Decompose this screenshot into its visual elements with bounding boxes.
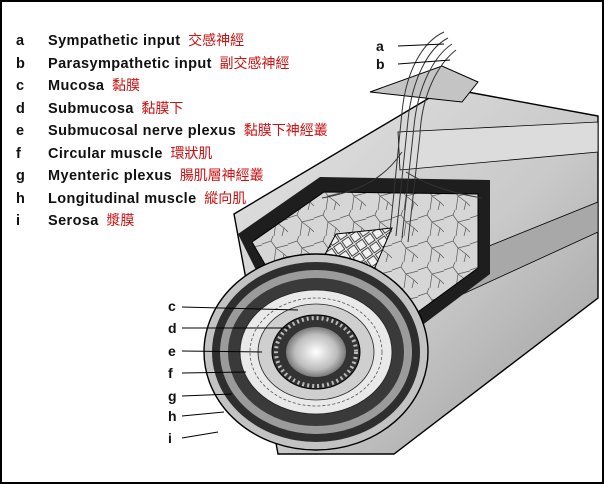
legend-letter: c	[16, 78, 25, 94]
legend-item-serosa: i Serosa 漿膜	[16, 210, 328, 233]
callout-e: e	[168, 343, 176, 359]
legend-item-circular-muscle: f Circular muscle 環狀肌	[16, 143, 328, 166]
legend-label-en: Longitudinal muscle	[48, 190, 197, 207]
callout-leader	[181, 393, 233, 397]
legend-label-en: Serosa	[48, 213, 99, 229]
nerve-fibers	[321, 31, 483, 243]
callout-h: h	[168, 408, 177, 424]
cross-section	[203, 253, 429, 451]
legend-label-en: Mucosa	[48, 78, 105, 94]
callouts-side: c d e f g h i	[168, 298, 299, 446]
callout-b: b	[376, 56, 385, 72]
legend-letter: i	[16, 213, 21, 229]
legend-label-zh: 黏膜下神經叢	[243, 123, 328, 139]
legend-letter: d	[16, 100, 25, 117]
legend-letter: h	[16, 190, 25, 207]
callout-leader	[397, 43, 445, 47]
legend-letter: e	[16, 123, 25, 139]
callouts-top: a b	[376, 38, 451, 72]
callout-leader	[181, 431, 219, 439]
legend-label-zh: 黏膜	[112, 78, 141, 94]
callout-leader	[181, 411, 225, 417]
legend-letter: g	[16, 168, 25, 184]
legend-letter: b	[16, 55, 25, 72]
legend-label-en: Myenteric plexus	[48, 168, 173, 184]
legend-letter: f	[16, 145, 21, 162]
legend-label-zh: 副交感神經	[219, 55, 290, 72]
legend-label-en: Circular muscle	[48, 145, 163, 162]
callout-a: a	[376, 38, 384, 54]
legend-label-zh: 環狀肌	[170, 145, 213, 162]
legend-item-sympathetic: a Sympathetic input 交感神經	[16, 30, 328, 53]
legend-item-myenteric-plexus: g Myenteric plexus 腸肌層神經叢	[16, 165, 328, 188]
legend-label-zh: 腸肌層神經叢	[179, 168, 264, 184]
legend-label-en: Sympathetic input	[48, 33, 181, 49]
legend-item-mucosa: c Mucosa 黏膜	[16, 75, 328, 98]
legend-item-parasympathetic: b Parasympathetic input 副交感神經	[16, 53, 328, 76]
legend-label-zh: 黏膜下	[141, 100, 184, 117]
legend-label-en: Parasympathetic input	[48, 55, 212, 72]
callout-leader	[397, 59, 451, 65]
callout-f: f	[168, 365, 173, 381]
callout-leader	[181, 371, 247, 374]
callout-leader	[181, 306, 299, 311]
legend-label-en: Submucosal nerve plexus	[48, 123, 237, 139]
callout-d: d	[168, 320, 177, 336]
callout-c: c	[168, 298, 176, 314]
legend-label-zh: 交感神經	[188, 33, 245, 49]
callout-leader	[181, 350, 263, 353]
callout-i: i	[168, 430, 172, 446]
legend-letter: a	[16, 33, 25, 49]
legend-item-submucosal-plexus: e Submucosal nerve plexus 黏膜下神經叢	[16, 120, 328, 143]
callout-g: g	[168, 388, 177, 404]
legend-label-zh: 縱向肌	[204, 190, 247, 207]
legend: a Sympathetic input 交感神經 b Parasympathetic…	[16, 30, 328, 233]
legend-item-longitudinal-muscle: h Longitudinal muscle 縱向肌	[16, 188, 328, 211]
legend-label-en: Submucosa	[48, 100, 134, 117]
legend-label-zh: 漿膜	[106, 213, 135, 229]
legend-item-submucosa: d Submucosa 黏膜下	[16, 98, 328, 121]
